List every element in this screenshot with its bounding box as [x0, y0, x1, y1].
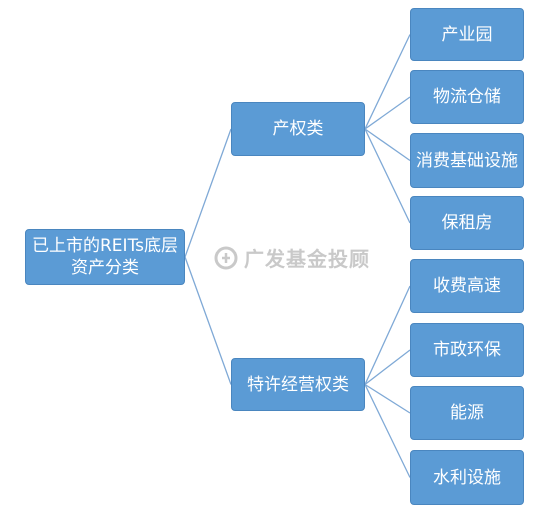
leaf-node-toll-highway: 收费高速 [410, 259, 524, 313]
gf-logo-icon [214, 246, 238, 269]
leaf-node-energy: 能源 [410, 386, 524, 440]
watermark-text: 广发基金投顾 [244, 247, 370, 271]
category-node-property-rights: 产权类 [231, 102, 365, 156]
leaf-node-logistics-warehousing: 物流仓储 [410, 70, 524, 124]
connector-category-0-leaf-3 [364, 128, 411, 224]
leaf-node-municipal-environmental: 市政环保 [410, 323, 524, 377]
connector-root-category-0 [184, 128, 232, 258]
connector-category-0-leaf-1 [364, 96, 411, 130]
connector-root-category-1 [184, 256, 232, 385]
leaf-node-industrial-park: 产业园 [410, 8, 524, 61]
leaf-node-affordable-rental-housing: 保租房 [410, 196, 524, 250]
connector-category-1-leaf-0 [364, 285, 411, 385]
connector-category-1-leaf-2 [364, 383, 411, 414]
connector-category-1-leaf-1 [364, 349, 411, 386]
leaf-node-water-conservancy: 水利设施 [410, 450, 524, 505]
watermark: 广发基金投顾 [214, 243, 370, 272]
connector-category-0-leaf-2 [364, 128, 411, 162]
connector-category-1-leaf-3 [364, 384, 411, 478]
leaf-node-consumer-infrastructure: 消费基础设施 [410, 133, 524, 188]
category-node-franchise-rights: 特许经营权类 [231, 358, 365, 411]
connector-category-0-leaf-0 [364, 34, 411, 130]
root-node: 已上市的REITs底层资产分类 [25, 229, 185, 285]
